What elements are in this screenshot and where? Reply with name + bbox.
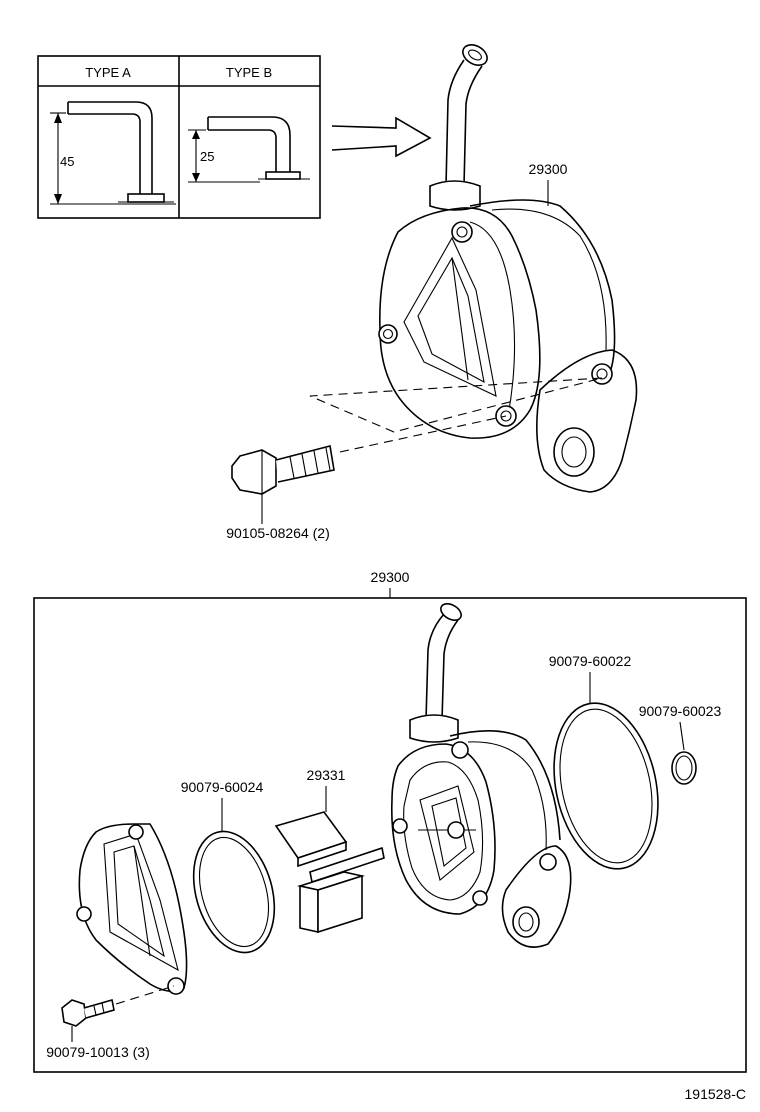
- cover-plate: [76, 823, 188, 995]
- small-o-ring-label: 90079-60023: [639, 703, 722, 719]
- bolt-alignment-lines: [309, 377, 603, 433]
- type-legend-table: TYPE A TYPE B 45: [37, 55, 321, 219]
- outer-o-ring-label: 90079-60022: [549, 653, 632, 669]
- exploded-assembly-label: 29300: [371, 569, 410, 585]
- outer-o-ring: [553, 702, 659, 870]
- type-b-header: TYPE B: [226, 65, 272, 80]
- type-b-dimension: 25: [200, 149, 214, 164]
- type-a-pipe-sketch: [50, 101, 176, 205]
- inner-o-ring: [192, 830, 276, 954]
- cover-screw: [61, 998, 115, 1042]
- pump-part-number: 29300: [529, 161, 568, 177]
- vane-set-label: 29331: [307, 767, 346, 783]
- inner-o-ring-label: 90079-60024: [181, 779, 264, 795]
- type-a-dimension: 45: [60, 154, 74, 169]
- vacuum-pump-assembled: [378, 44, 638, 493]
- small-o-ring: [671, 751, 697, 785]
- vane-set: [274, 811, 385, 934]
- exploded-view-frame: [33, 597, 747, 1073]
- type-b-pipe-sketch: [188, 116, 310, 183]
- pump-body: [390, 603, 572, 948]
- screw-label: 90079-10013 (3): [46, 1044, 150, 1060]
- flange-bolt: [231, 445, 335, 524]
- type-a-header: TYPE A: [85, 65, 131, 80]
- figure-code: 191528-C: [685, 1086, 747, 1102]
- bolt-part-number: 90105-08264 (2): [226, 525, 330, 541]
- screw-alignment-line: [115, 985, 175, 1005]
- pointer-arrow: [331, 116, 432, 158]
